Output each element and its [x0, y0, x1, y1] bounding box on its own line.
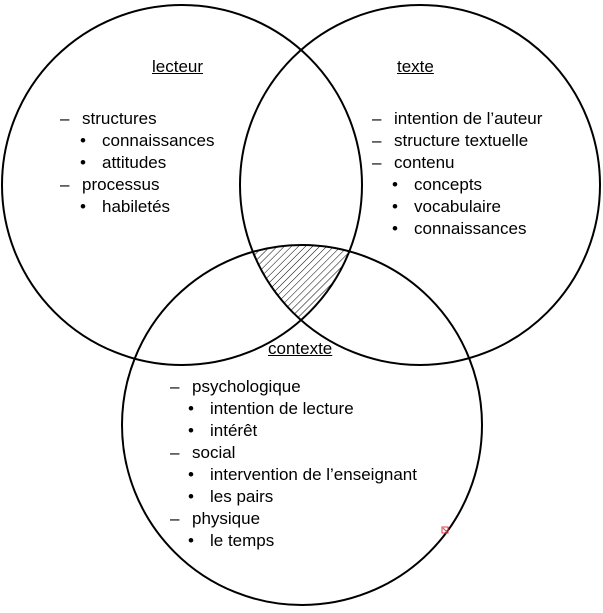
reader-list-item-text: attitudes [102, 153, 167, 172]
bullet-marker: • [80, 153, 86, 172]
context-list-item-text: psychologique [192, 377, 301, 396]
text-list-item: –structure textuelle [372, 130, 528, 152]
text-list-item-text: intention de l’auteur [394, 109, 543, 128]
reader-list-item: • connaissances [80, 130, 214, 152]
bullet-marker: • [80, 131, 86, 150]
bullet-marker: • [392, 175, 398, 194]
reader-list-item-text: habiletés [102, 197, 171, 216]
bullet-marker: • [188, 487, 194, 506]
context-list-item: –psychologique [170, 376, 301, 398]
dash-marker: – [60, 175, 70, 194]
context-list-item-text: intérêt [210, 421, 258, 440]
reader-list-item: • attitudes [80, 152, 166, 174]
context-list-item-text: le temps [210, 531, 275, 550]
dash-marker: – [372, 109, 382, 128]
bullet-marker: • [392, 197, 398, 216]
context-list-item: • intention de lecture [188, 398, 354, 420]
small-mark-icon [441, 526, 449, 534]
reader-list-item-text: structures [82, 109, 157, 128]
context-list-item: • intérêt [188, 420, 257, 442]
bullet-marker: • [188, 531, 194, 550]
reader-list-item: • habiletés [80, 196, 170, 218]
text-circle [239, 4, 601, 366]
reader-list-item: –structures [60, 108, 157, 130]
dash-marker: – [372, 131, 382, 150]
reader-list-item: –processus [60, 174, 159, 196]
context-circle [121, 244, 483, 606]
context-list-item-text: social [192, 443, 236, 462]
text-heading: texte [397, 57, 434, 76]
reader-list-item-text: connaissances [102, 131, 215, 150]
context-list-item: • le temps [188, 530, 274, 552]
text-list-item-text: structure textuelle [394, 131, 529, 150]
dash-marker: – [60, 109, 70, 128]
context-list-item-text: les pairs [210, 487, 274, 506]
text-list-item-text: vocabulaire [414, 197, 501, 216]
dash-marker: – [170, 509, 180, 528]
text-list-item-text: connaissances [414, 219, 527, 238]
context-list-item: –social [170, 442, 235, 464]
context-heading: contexte [268, 339, 333, 358]
text-list-item: –intention de l’auteur [372, 108, 542, 130]
dash-marker: – [170, 377, 180, 396]
bullet-marker: • [188, 465, 194, 484]
bullet-marker: • [80, 197, 86, 216]
text-list-item: –contenu [372, 152, 455, 174]
bullet-marker: • [188, 421, 194, 440]
central-overlap-hatch [240, 245, 362, 365]
context-list-item: • intervention de l’enseignant [188, 464, 417, 486]
dash-marker: – [170, 443, 180, 462]
text-list-item-text: contenu [394, 153, 455, 172]
context-list-item-text: intervention de l’enseignant [210, 465, 417, 484]
text-list-item-text: concepts [414, 175, 483, 194]
text-list-item: • concepts [392, 174, 482, 196]
text-list-item: • vocabulaire [392, 196, 501, 218]
reader-list-item-text: processus [82, 175, 160, 194]
context-list-item-text: intention de lecture [210, 399, 354, 418]
bullet-marker: • [188, 399, 194, 418]
context-list-item: –physique [170, 508, 260, 530]
text-list-item: • connaissances [392, 218, 526, 240]
context-list-item-text: physique [192, 509, 261, 528]
dash-marker: – [372, 153, 382, 172]
bullet-marker: • [392, 219, 398, 238]
reader-circle [1, 4, 363, 366]
context-list-item: • les pairs [188, 486, 273, 508]
reader-heading: lecteur [152, 57, 204, 76]
